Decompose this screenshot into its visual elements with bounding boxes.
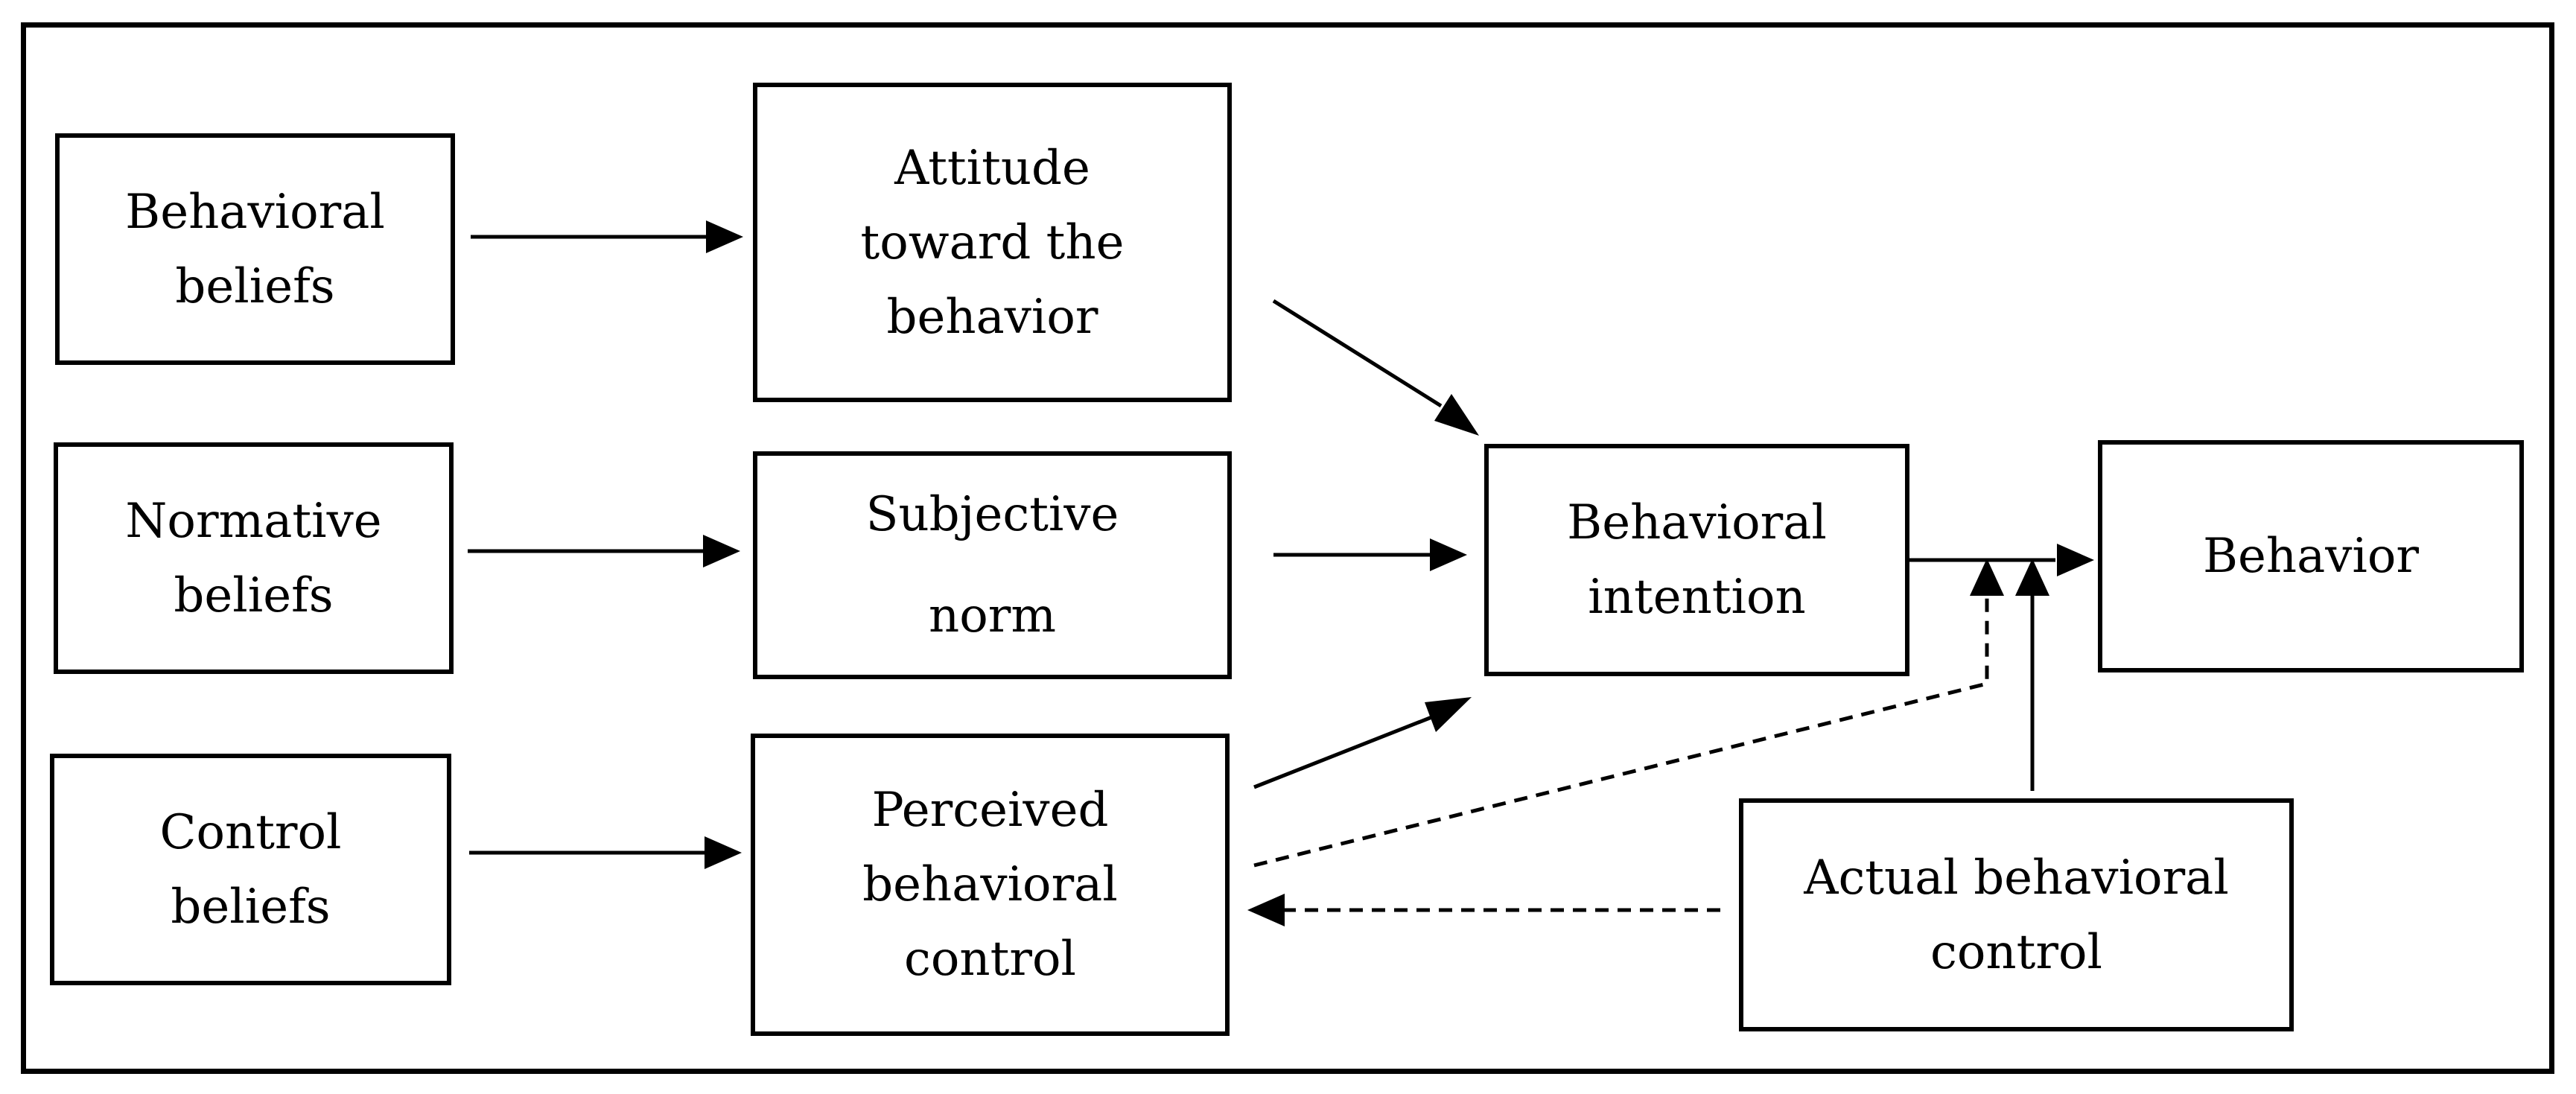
- diagram-frame: [21, 22, 2554, 1074]
- arrowhead-attitude: [706, 220, 743, 253]
- control-beliefs-label: Control beliefs: [159, 804, 342, 935]
- behavioral-intention-label: Behavioral intention: [1567, 495, 1827, 625]
- behavior-label: Behavior: [2202, 529, 2420, 584]
- arrowhead-link-actual: [2015, 559, 2049, 596]
- subjective-norm-label: Subjective norm: [865, 487, 1119, 643]
- perceived-behavioral-control-box: Perceived behavioral control: [751, 734, 1230, 1036]
- behavioral-intention-box: Behavioral intention: [1484, 444, 1909, 676]
- arrow-perceived-control-to-intention: [1253, 714, 1434, 789]
- actual-behavioral-control-label: Actual behavioral control: [1804, 850, 2229, 980]
- behavioral-beliefs-label: Behavioral beliefs: [125, 184, 385, 314]
- arrowhead-link-dashed: [1970, 559, 2004, 596]
- normative-beliefs-box: Normative beliefs: [54, 442, 454, 674]
- arrowhead-perceived-control-dashed: [1247, 894, 1285, 926]
- arrowhead-intention-from-attitude: [1434, 394, 1479, 436]
- arrowhead-intention-from-perceived-control: [1425, 697, 1472, 732]
- attitude-label: Attitude toward the behavior: [860, 140, 1125, 345]
- attitude-box: Attitude toward the behavior: [753, 83, 1232, 402]
- perceived-behavioral-control-label: Perceived behavioral control: [862, 783, 1118, 987]
- arrowhead-subjective-norm: [703, 535, 740, 567]
- arrowhead-intention-from-norm: [1430, 538, 1467, 571]
- arrowhead-behavior: [2057, 544, 2094, 576]
- behavior-box: Behavior: [2098, 440, 2524, 672]
- arrow-attitude-to-intention: [1272, 299, 1443, 408]
- actual-behavioral-control-box: Actual behavioral control: [1739, 798, 2294, 1031]
- subjective-norm-box: Subjective norm: [753, 451, 1232, 679]
- arrowhead-perceived-control: [705, 836, 742, 869]
- normative-beliefs-label: Normative beliefs: [125, 493, 382, 623]
- dashed-arrow-perceived-control-to-link: [1253, 588, 1989, 868]
- behavioral-beliefs-box: Behavioral beliefs: [55, 133, 455, 365]
- control-beliefs-box: Control beliefs: [50, 754, 451, 985]
